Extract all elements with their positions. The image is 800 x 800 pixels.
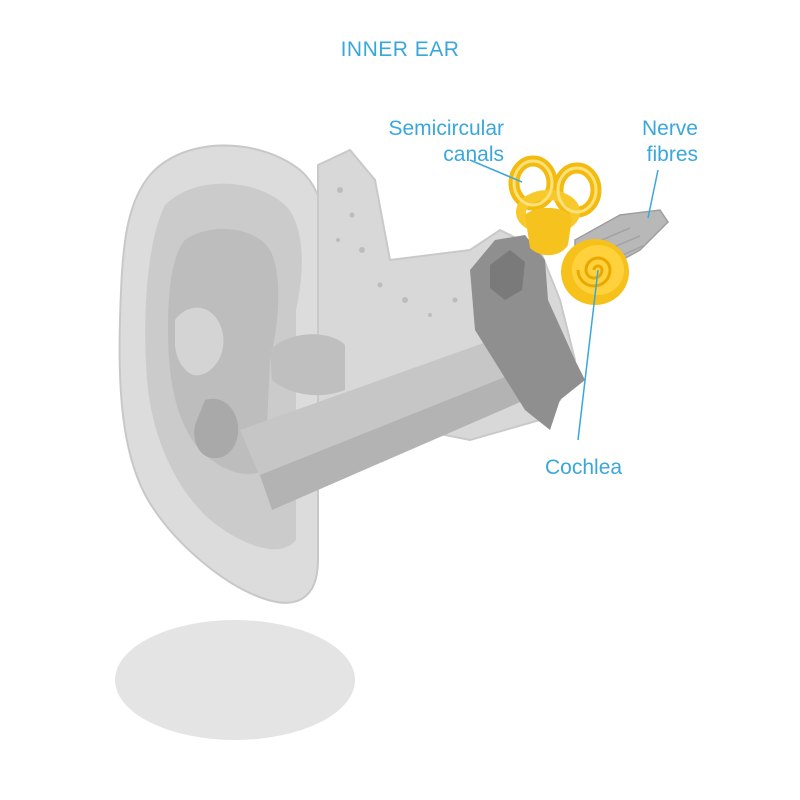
label-semicircular-line2: canals (443, 143, 504, 166)
label-semicircular-canals: Semicircular canals (340, 116, 504, 168)
ear-canal-lower (260, 365, 548, 510)
antihelix (175, 307, 224, 376)
vestibule (525, 207, 572, 256)
ossicles (490, 250, 525, 300)
ear-shadow (115, 620, 355, 740)
label-nerve-fibres: Nerve fibres (612, 116, 698, 168)
label-nerve-line1: Nerve (641, 117, 698, 140)
label-semicircular-line1: Semicircular (388, 117, 504, 140)
cochlea-leader (577, 269, 599, 441)
label-nerve-line2: fibres (646, 143, 698, 166)
canal-cylinder (270, 334, 345, 396)
label-cochlea: Cochlea (545, 456, 623, 479)
nerve-leader (647, 169, 659, 219)
semicircular-leader (469, 159, 523, 183)
diagram-title: INNER EAR (340, 38, 460, 61)
tragus (194, 398, 239, 459)
concha (168, 228, 279, 474)
